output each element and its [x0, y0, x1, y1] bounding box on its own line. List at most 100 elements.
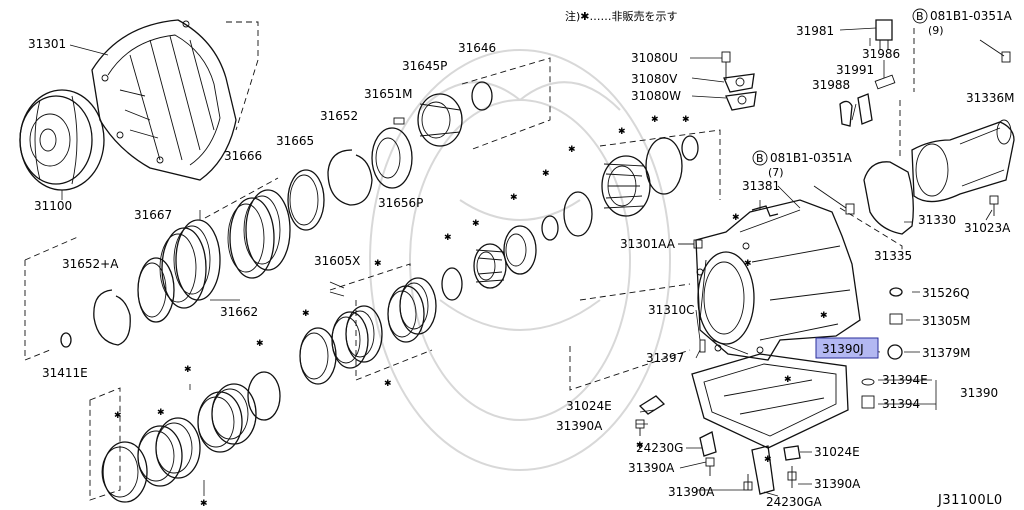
- svg-text:✱: ✱: [820, 311, 828, 321]
- svg-text:✱: ✱: [682, 115, 690, 125]
- part-label-31394E[interactable]: 31394E: [882, 373, 928, 387]
- part-label-31379M[interactable]: 31379M: [922, 346, 971, 360]
- part-label-31988[interactable]: 31988: [812, 78, 850, 92]
- one-way-clutch: [473, 243, 507, 289]
- part-label-24230GA[interactable]: 24230GA: [766, 495, 822, 509]
- bolt-callout-7[interactable]: B 081B1-0351A (7): [752, 150, 853, 179]
- svg-text:✱: ✱: [542, 169, 550, 179]
- svg-text:✱: ✱: [784, 375, 792, 385]
- part-label-31991[interactable]: 31991: [836, 63, 874, 77]
- part-label-31024E-left[interactable]: 31024E: [566, 399, 612, 413]
- part-label-31080V[interactable]: 31080V: [631, 72, 678, 86]
- oring-large-a: [563, 191, 593, 237]
- extension-housing-31336M: [911, 119, 1015, 203]
- part-label-31651M[interactable]: 31651M: [364, 87, 413, 101]
- converter-housing-31301: [91, 19, 237, 181]
- svg-text:✱: ✱: [302, 309, 310, 319]
- bolt-badge-circle: [912, 8, 928, 24]
- part-label-31656P[interactable]: 31656P: [378, 196, 423, 210]
- sensor-31981: [875, 19, 893, 50]
- bolt-badge-letter: B: [756, 152, 764, 165]
- torque-converter-31100: [19, 89, 105, 191]
- oring-small-a: [541, 215, 559, 241]
- svg-text:✱: ✱: [444, 233, 452, 243]
- part-label-31023A[interactable]: 31023A: [964, 221, 1011, 235]
- bolt-number: 081B1-0351A: [770, 151, 853, 165]
- part-label-31646[interactable]: 31646: [458, 41, 496, 55]
- plug-31379M: [887, 344, 903, 360]
- svg-text:✱: ✱: [184, 365, 192, 375]
- part-label-31080U[interactable]: 31080U: [631, 51, 678, 65]
- svg-text:✱: ✱: [157, 408, 165, 418]
- highlighted-part-31390J[interactable]: 31390J: [815, 337, 879, 359]
- part-label-31394[interactable]: 31394: [882, 397, 920, 411]
- bracket-31024E-right: [783, 445, 801, 461]
- part-label-31335[interactable]: 31335: [874, 249, 912, 263]
- part-label-31381[interactable]: 31381: [742, 179, 780, 193]
- svg-text:✱: ✱: [636, 441, 644, 451]
- bracket-24230GA: [751, 445, 775, 495]
- part-label-31526Q[interactable]: 31526Q: [922, 286, 970, 300]
- part-label-31301[interactable]: 31301: [28, 37, 66, 51]
- clutch-set-lower: [89, 371, 281, 503]
- part-label-31390A-4[interactable]: 31390A: [814, 477, 861, 491]
- part-label-31305M[interactable]: 31305M: [922, 314, 971, 328]
- part-label-31981[interactable]: 31981: [796, 24, 834, 38]
- bolt-081B1-7: [813, 185, 855, 215]
- piston-31656P: [371, 127, 413, 189]
- svg-text:✱: ✱: [732, 213, 740, 223]
- bolt-31023A: [989, 195, 999, 216]
- part-label-31390A-1[interactable]: 31390A: [556, 419, 603, 433]
- part-label-31310C[interactable]: 31310C: [648, 303, 695, 317]
- part-label-31645P[interactable]: 31645P: [402, 59, 447, 73]
- part-label-31336M[interactable]: 31336M: [966, 91, 1015, 105]
- bearing-assembly: [503, 225, 537, 275]
- part-label-31390[interactable]: 31390: [960, 386, 998, 400]
- part-label-31662[interactable]: 31662: [220, 305, 258, 319]
- part-label-31390A-3[interactable]: 31390A: [668, 485, 715, 499]
- svg-text:✱: ✱: [651, 115, 659, 125]
- part-label-31397[interactable]: 31397: [646, 351, 684, 365]
- bolt-qty: (7): [768, 166, 784, 179]
- part-label-31652A[interactable]: 31652+A: [62, 257, 119, 271]
- legend-note: 注)✱……非販売を示す: [565, 9, 678, 23]
- part-label-31986[interactable]: 31986: [862, 47, 900, 61]
- svg-text:✱: ✱: [568, 145, 576, 155]
- part-label-31390J[interactable]: 31390J: [822, 342, 864, 356]
- svg-text:✱: ✱: [256, 339, 264, 349]
- part-label-31665[interactable]: 31665: [276, 134, 314, 148]
- part-label-31666[interactable]: 31666: [224, 149, 262, 163]
- bracket-24230G: [699, 431, 717, 457]
- bolt-callout-9[interactable]: B 081B1-0351A (9): [912, 8, 1013, 37]
- pipe-31381: [751, 205, 779, 217]
- snap-ring-31665: [287, 169, 325, 231]
- clip-31988: [839, 100, 853, 127]
- bolt-badge-letter: B: [916, 10, 924, 23]
- clutch-pack-31666: [159, 177, 291, 309]
- part-label-31330[interactable]: 31330: [918, 213, 956, 227]
- part-label-31100[interactable]: 31100: [34, 199, 72, 213]
- gasket-31335: [863, 161, 914, 235]
- plug-31305M: [889, 313, 903, 325]
- bolt-number: 081B1-0351A: [930, 9, 1013, 23]
- part-label-31024E-right[interactable]: 31024E: [814, 445, 860, 459]
- part-label-31667[interactable]: 31667: [134, 208, 172, 222]
- svg-text:✱: ✱: [472, 219, 480, 229]
- svg-text:✱: ✱: [510, 193, 518, 203]
- transmission-case-31330: [695, 199, 861, 361]
- clutch-set-center: [299, 263, 437, 385]
- part-label-31301AA[interactable]: 31301AA: [620, 237, 676, 251]
- bolt-31301AA: [678, 239, 703, 249]
- part-label-31390A-2[interactable]: 31390A: [628, 461, 675, 475]
- part-label-24230G[interactable]: 24230G: [636, 441, 683, 455]
- oring-31646: [471, 81, 493, 111]
- part-label-31605X[interactable]: 31605X: [314, 254, 360, 268]
- part-label-31652[interactable]: 31652: [320, 109, 358, 123]
- part-label-31080W[interactable]: 31080W: [631, 89, 681, 103]
- part-label-31411E[interactable]: 31411E: [42, 366, 88, 380]
- gasket-31080W: [725, 91, 757, 111]
- bolt-badge-circle: [752, 150, 768, 166]
- ring-31667: [137, 257, 175, 323]
- planetary-gear: [601, 155, 651, 217]
